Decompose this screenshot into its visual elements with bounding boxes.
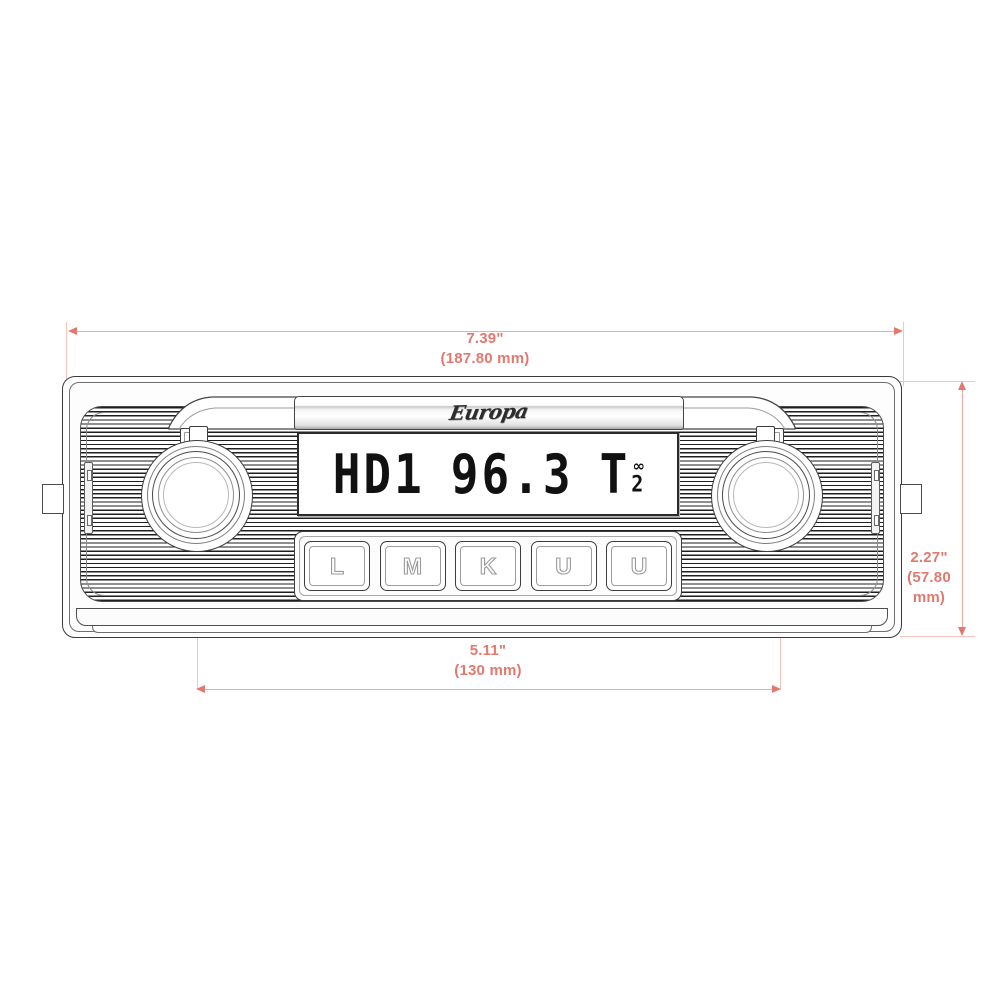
preset-button-l-label: L — [329, 552, 345, 579]
preset-button-u2-label: U — [630, 552, 648, 579]
width-dimension-inches: 7.39" — [466, 330, 504, 347]
height-arrow-bottom — [958, 627, 966, 636]
preset-button-u1-face — [535, 546, 592, 586]
preset-button-m-label: M — [402, 552, 423, 579]
right-shaft-slot — [871, 462, 880, 534]
preset-button-u1-label: U — [555, 552, 573, 579]
spacing-arrow-left — [196, 685, 205, 693]
left-knob-shaft — [189, 426, 208, 443]
height-dimension-inches: 2.27" — [910, 549, 948, 566]
width-arrow-left — [68, 327, 77, 335]
left-knob-cap — [163, 462, 229, 528]
height-dimension-line — [962, 383, 963, 634]
bezel-wing-right — [667, 396, 807, 430]
lcd-display: HD1 96.3 T ∞ 2 — [297, 432, 679, 516]
preset-button-u2-face — [611, 546, 667, 586]
lcd-badge-top-glyph: ∞ — [632, 456, 645, 475]
chassis-bottom-lip-secondary — [92, 624, 872, 633]
lcd-indicator-group: T ∞ 2 — [600, 447, 645, 501]
right-mounting-tab — [900, 484, 922, 514]
width-extension-line-left — [66, 322, 67, 386]
preset-button-bar: L M K U U — [294, 531, 682, 601]
preset-button-u2[interactable]: U — [606, 541, 672, 591]
width-dimension-mm: (187.80 mm) — [440, 350, 530, 367]
right-knob-cap — [733, 462, 799, 528]
lcd-badge-bottom-glyph: 2 — [631, 470, 644, 497]
bezel-wing-left — [157, 396, 297, 430]
height-extension-line-top — [900, 381, 975, 382]
width-extension-line-right — [903, 322, 904, 386]
preset-button-k-face — [460, 546, 516, 586]
height-dimension-mm: (57.80 mm) — [907, 569, 951, 606]
chrome-bezel-strip: Europa — [294, 396, 684, 430]
lcd-indicator-letter: T — [599, 442, 631, 506]
left-knob-ring-2 — [147, 446, 245, 544]
preset-button-u1[interactable]: U — [530, 541, 597, 591]
preset-button-k-label: K — [479, 552, 497, 579]
preset-button-k[interactable]: K — [455, 541, 521, 591]
brand-logo: Europa — [447, 398, 531, 426]
height-extension-line-bottom — [900, 636, 975, 637]
left-mounting-tab — [42, 484, 64, 514]
preset-button-l[interactable]: L — [304, 541, 370, 591]
preset-button-m[interactable]: M — [379, 541, 446, 591]
left-control-knob[interactable] — [141, 440, 253, 552]
width-dimension-line — [70, 331, 900, 332]
spacing-dimension-mm: (130 mm) — [454, 662, 522, 679]
lcd-source-text: HD1 — [332, 442, 425, 506]
left-shaft-slot — [84, 462, 93, 534]
right-knob-ring-2 — [717, 446, 815, 544]
preset-button-m-face — [384, 546, 441, 586]
height-arrow-top — [958, 381, 966, 390]
preset-button-l-face — [309, 546, 365, 586]
chassis-bottom-lip — [76, 608, 888, 626]
lcd-frequency-text: 96.3 — [450, 442, 574, 506]
lcd-screen: HD1 96.3 T ∞ 2 — [299, 434, 677, 514]
car-radio-head-unit: Europa HD1 96.3 T ∞ 2 — [42, 376, 922, 638]
right-control-knob[interactable] — [711, 440, 823, 552]
spacing-arrow-right — [772, 685, 781, 693]
spacing-dimension-inches: 5.11" — [469, 642, 507, 659]
right-knob-shaft — [756, 426, 775, 443]
lcd-stereo-badge: ∞ 2 — [631, 456, 645, 497]
spacing-dimension-line — [199, 689, 779, 690]
width-arrow-right — [894, 327, 903, 335]
